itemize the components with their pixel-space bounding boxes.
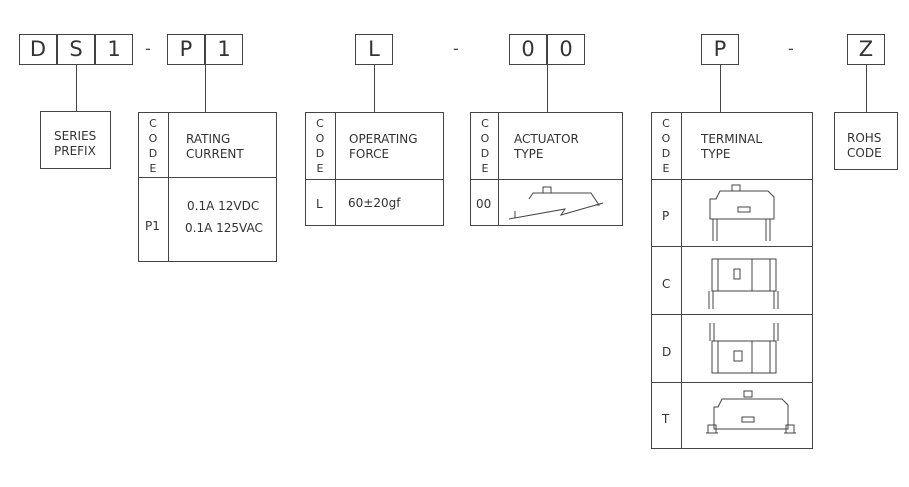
connector-force: [374, 65, 375, 112]
code-column-divider: [498, 113, 499, 225]
series-prefix-label-2: PREFIX: [54, 144, 96, 158]
right-angle-terminal-drawing: [708, 258, 779, 309]
code-letter: E: [149, 162, 157, 175]
rating-code-p1: P1: [145, 219, 160, 233]
code-letter: E: [316, 162, 324, 175]
terminal-type-title-1: TERMINAL: [701, 132, 763, 146]
rating-value-ac: 0.1A 125VAC: [185, 221, 263, 235]
code-column-divider: [681, 113, 682, 448]
actuator-type-table: C O D E ACTUATOR TYPE 00: [470, 112, 623, 226]
header-divider: [306, 179, 443, 180]
connector-actuator: [547, 65, 548, 112]
pcb-terminal-drawing: [709, 184, 775, 241]
row-divider: [652, 246, 812, 247]
smt-terminal-drawing: [706, 390, 796, 434]
code-letter: O: [148, 132, 158, 145]
part-char-box-8: 0: [547, 34, 585, 65]
code-column-divider: [168, 113, 169, 261]
series-prefix-box: SERIES PREFIX: [40, 111, 111, 169]
code-letter: O: [315, 132, 325, 145]
code-letter: E: [481, 162, 489, 175]
code-letter: E: [662, 162, 670, 175]
rating-current-title-1: RATING: [186, 132, 231, 146]
force-code-l: L: [316, 197, 323, 211]
force-value: 60±20gf: [348, 196, 401, 210]
header-divider: [139, 177, 276, 178]
separator-1: -: [145, 39, 151, 58]
code-letter: D: [480, 147, 490, 160]
rohs-code-box: ROHS CODE: [834, 112, 898, 170]
terminal-code-d: D: [662, 345, 672, 359]
part-char-box-2: S: [57, 34, 95, 65]
code-letter: O: [661, 132, 671, 145]
actuator-type-title-1: ACTUATOR: [514, 132, 579, 146]
separator-3: -: [788, 39, 794, 58]
part-char-box-5: 1: [205, 34, 243, 65]
header-divider: [471, 179, 622, 180]
series-prefix-label-1: SERIES: [54, 129, 97, 143]
code-letter: O: [480, 132, 490, 145]
terminal-code-t: T: [662, 412, 670, 426]
row-divider: [652, 314, 812, 315]
operating-force-title-1: OPERATING: [349, 132, 418, 146]
actuator-type-title-2: TYPE: [514, 147, 544, 161]
code-letter: C: [481, 117, 489, 130]
terminal-code-c: C: [662, 277, 671, 291]
operating-force-title-2: FORCE: [349, 147, 390, 161]
terminal-type-table: C O D E TERMINAL TYPE P C D T: [651, 112, 813, 449]
part-char-box-10: Z: [847, 34, 885, 65]
row-divider: [652, 382, 812, 383]
code-letter: C: [316, 117, 324, 130]
rohs-label-2: CODE: [847, 146, 882, 160]
rohs-label-1: ROHS: [847, 131, 882, 145]
code-letter: D: [315, 147, 325, 160]
connector-rating: [205, 65, 206, 112]
code-letter: C: [149, 117, 157, 130]
separator-2: -: [453, 39, 459, 58]
hinge-lever-actuator-drawing: [508, 186, 604, 220]
part-char-box-4: P: [167, 34, 205, 65]
part-char-box-7: 0: [509, 34, 547, 65]
connector-terminal: [720, 65, 721, 112]
operating-force-table: C O D E OPERATING FORCE L 60±20gf: [305, 112, 444, 226]
code-column-divider: [335, 113, 336, 225]
part-char-box-1: D: [19, 34, 57, 65]
part-char-box-3: 1: [95, 34, 133, 65]
connector-series: [76, 65, 77, 111]
code-letter: D: [661, 147, 671, 160]
actuator-code-00: 00: [476, 197, 492, 211]
part-char-box-6: L: [355, 34, 393, 65]
header-divider: [652, 179, 812, 180]
rating-current-title-2: CURRENT: [186, 147, 244, 161]
terminal-code-p: P: [662, 209, 670, 223]
left-angle-terminal-drawing: [709, 323, 779, 374]
code-letter: C: [662, 117, 670, 130]
terminal-type-title-2: TYPE: [701, 147, 731, 161]
connector-rohs: [866, 65, 867, 112]
part-char-box-9: P: [701, 34, 739, 65]
code-letter: D: [148, 147, 158, 160]
rating-value-dc: 0.1A 12VDC: [187, 199, 260, 213]
rating-current-table: C O D E RATING CURRENT P1 0.1A 12VDC 0.1…: [138, 112, 277, 262]
